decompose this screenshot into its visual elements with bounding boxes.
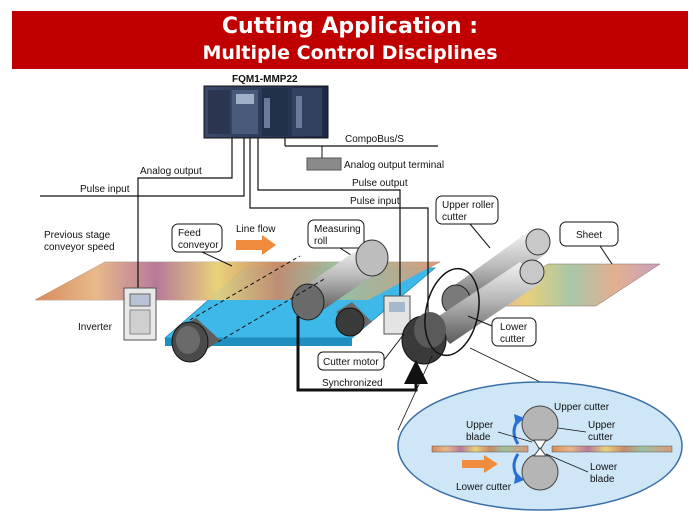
inverter-label: Inverter bbox=[78, 322, 113, 333]
line-flow-label: Line flow bbox=[236, 224, 276, 235]
cutter-motor-callout bbox=[317, 351, 385, 371]
lower-cutter-label-2: cutter bbox=[500, 334, 526, 345]
prev-stage-line-2: conveyor speed bbox=[44, 242, 115, 253]
fqm1-controller bbox=[203, 85, 329, 139]
controller-label: FQM1-MMP22 bbox=[232, 74, 298, 85]
synchronized-line bbox=[296, 316, 428, 392]
lower-feed-roller bbox=[335, 302, 372, 337]
compobus-label: CompoBus/S bbox=[345, 134, 404, 145]
feed-label-1: Feed bbox=[178, 228, 201, 239]
feed-label-2: conveyor bbox=[178, 240, 219, 251]
detail-upper-cutter-label: Upper cutter bbox=[554, 402, 610, 413]
pulse-input-left-label: Pulse input bbox=[80, 184, 130, 195]
detail-upper-blade-2: blade bbox=[466, 432, 491, 443]
synchronized-label: Synchronized bbox=[322, 378, 383, 389]
blade-detail-view bbox=[397, 381, 683, 511]
title-banner: Cutting Application : Multiple Control D… bbox=[12, 11, 688, 69]
detail-lower-cutter-label: Lower cutter bbox=[456, 482, 512, 493]
cutter-focus-ring bbox=[424, 267, 480, 357]
detail-upper-cutter-right-2: cutter bbox=[588, 432, 614, 443]
inverter-device bbox=[123, 287, 157, 341]
title-line-1: Cutting Application : bbox=[221, 14, 479, 39]
analog-output-terminal bbox=[306, 157, 342, 171]
measuring-label-2: roll bbox=[314, 236, 327, 247]
servo-driver bbox=[383, 295, 411, 335]
pulse-output-label: Pulse output bbox=[352, 178, 408, 189]
feed-roller bbox=[171, 318, 220, 363]
feed-conveyor-callout bbox=[171, 223, 223, 253]
pulse-input-right-wire bbox=[249, 138, 429, 318]
feed-roller-dashed bbox=[189, 255, 327, 343]
lower-cutter-callout bbox=[491, 317, 537, 347]
line-flow-arrow bbox=[236, 235, 276, 255]
sheet-label: Sheet bbox=[576, 230, 602, 241]
detail-upper-cutter-right-1: Upper bbox=[588, 420, 616, 431]
measuring-roll-callout bbox=[307, 219, 365, 249]
pulse-input-right-label: Pulse input bbox=[350, 196, 400, 207]
upper-roller-label-2: cutter bbox=[442, 212, 468, 223]
measuring-label-1: Measuring bbox=[314, 224, 361, 235]
upper-roller-callout bbox=[435, 195, 499, 225]
upper-roller-label-1: Upper roller bbox=[442, 200, 495, 211]
measuring-roll bbox=[291, 239, 389, 321]
analog-terminal-label: Analog output terminal bbox=[344, 160, 444, 171]
pulse-input-left-wire bbox=[40, 138, 245, 197]
sheet-callout bbox=[559, 221, 619, 247]
prev-stage-line-1: Previous stage bbox=[44, 230, 111, 241]
detail-lower-blade-2: blade bbox=[590, 474, 615, 485]
lower-cutter-label-1: Lower bbox=[500, 322, 528, 333]
analog-output-wire bbox=[137, 138, 233, 290]
title-line-2: Multiple Control Disciplines bbox=[202, 42, 498, 64]
detail-upper-blade-1: Upper bbox=[466, 420, 494, 431]
analog-output-label: Analog output bbox=[140, 166, 202, 177]
detail-lower-blade-1: Lower bbox=[590, 462, 618, 473]
pulse-output-wire bbox=[257, 138, 401, 296]
cutter-motor-label: Cutter motor bbox=[323, 357, 379, 368]
